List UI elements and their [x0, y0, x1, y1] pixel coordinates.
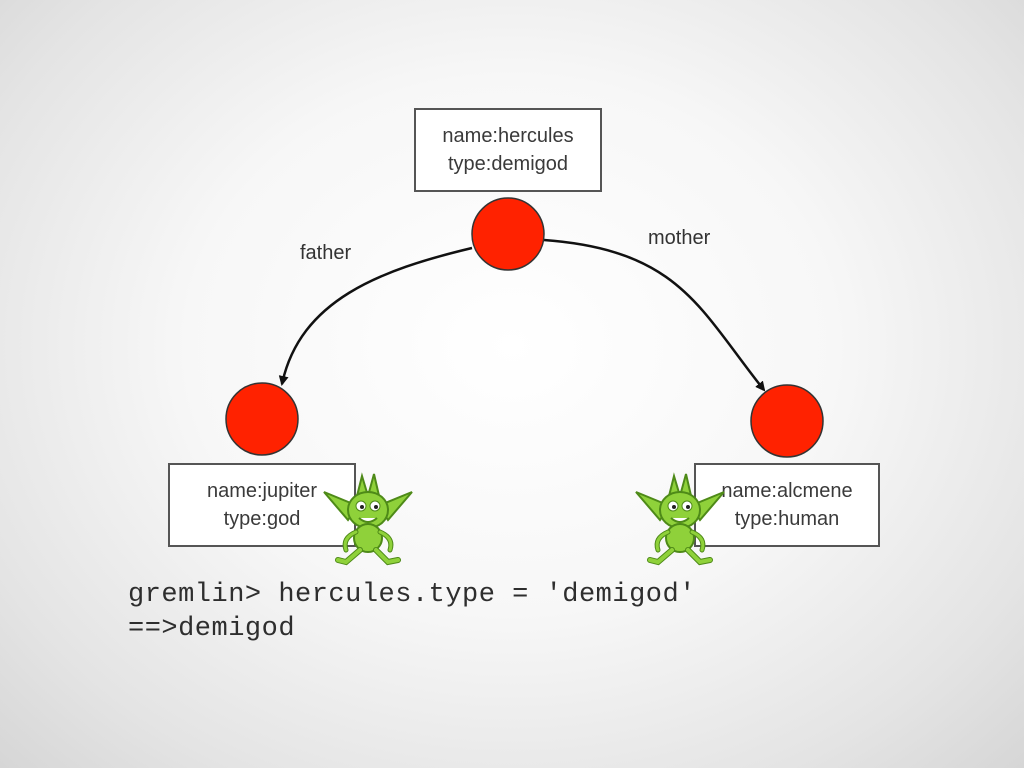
gremlin-mascot-icon — [324, 474, 412, 562]
property-type: type:god — [223, 508, 301, 530]
edge-label-mother: mother — [648, 227, 711, 249]
edge-mother — [543, 238, 766, 392]
property-name: name:jupiter — [206, 480, 318, 502]
vertex-alcmene[interactable] — [750, 384, 824, 458]
vertex-hercules[interactable] — [471, 197, 545, 271]
edge-label-father: father — [300, 242, 352, 264]
property-box-alcmene: name:alcmene type:human — [694, 463, 880, 547]
property-name: name:alcmene — [721, 480, 853, 502]
gremlin-console: gremlin> hercules.type = 'demigod' ==>de… — [128, 578, 696, 646]
property-type: type:demigod — [447, 153, 569, 175]
property-box-jupiter: name:jupiter type:god — [168, 463, 356, 547]
console-command: gremlin> hercules.type = 'demigod' — [128, 580, 696, 610]
console-result: ==>demigod — [128, 614, 296, 644]
vertex-jupiter[interactable] — [225, 382, 299, 456]
gremlin-mascot-icon — [636, 474, 724, 562]
property-type: type:human — [734, 508, 840, 530]
property-name: name:hercules — [442, 125, 574, 147]
edge-father — [278, 246, 473, 386]
property-box-hercules: name:hercules type:demigod — [414, 108, 602, 192]
